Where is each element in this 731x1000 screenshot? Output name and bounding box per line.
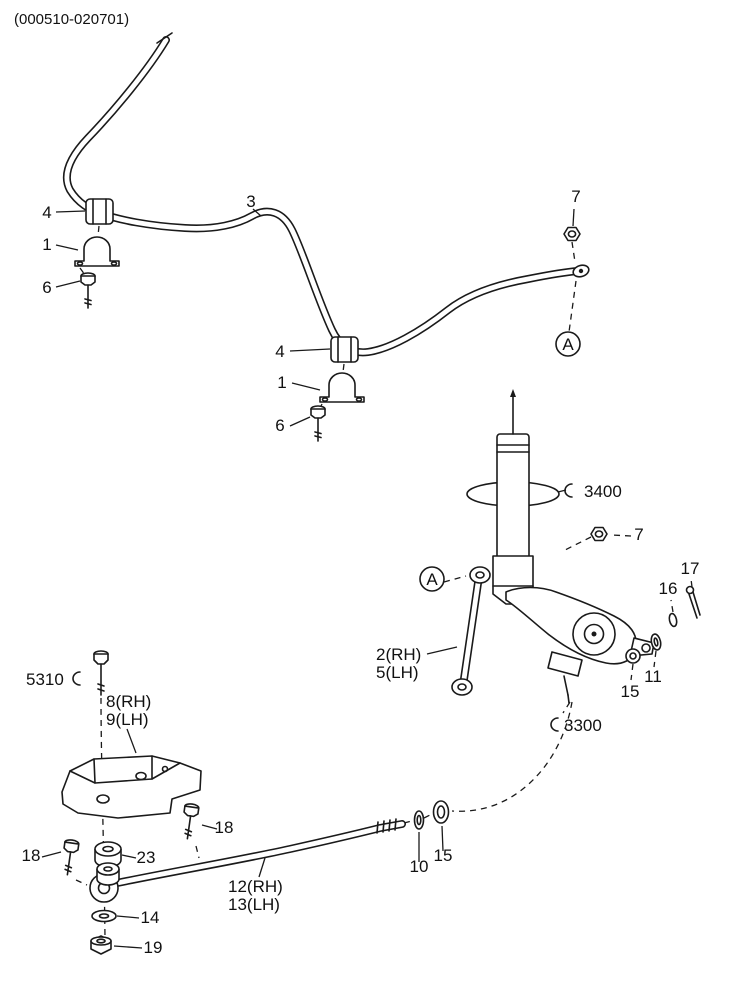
clamp-left (74, 236, 120, 267)
callout-bolt-18-lower: 18 (22, 846, 41, 865)
bolt-left (80, 272, 96, 309)
callout-bolt-18-upper: 18 (215, 818, 234, 837)
strut-body (496, 433, 530, 561)
knuckle-fasteners (625, 585, 701, 664)
stabilizer-bar (62, 32, 590, 357)
callout-nut-strut: 7 (634, 525, 643, 544)
bushing-bracket-left (74, 198, 120, 309)
callout-washer-10: 10 (410, 857, 429, 876)
callout-washer-14: 14 (141, 908, 160, 927)
hub (572, 612, 616, 656)
strut-assembly (466, 389, 655, 704)
callout-rod-lh: 13(LH) (228, 895, 280, 914)
callout-bracket-rh: 8(RH) (106, 692, 151, 711)
callout-bolt-left: 6 (42, 278, 51, 297)
callout-nut-19: 19 (144, 938, 163, 957)
stabilizer-link (451, 566, 491, 696)
callout-clamp-left: 1 (42, 235, 51, 254)
page-code: (000510-020701) (14, 11, 129, 28)
callout-link-rh: 2(RH) (376, 645, 421, 664)
steering-knuckle (505, 586, 638, 665)
bushing-left (85, 198, 114, 225)
mounting-bracket (61, 755, 202, 819)
callout-pin-17: 17 (681, 559, 700, 578)
callout-link-lh: 5(LH) (376, 663, 419, 682)
nut-19 (90, 935, 112, 955)
bolt-middle (310, 405, 326, 442)
bar-end-eyelet (572, 264, 590, 278)
callout-bracket-lh: 9(LH) (106, 710, 149, 729)
nut-15-rod (432, 800, 450, 824)
section-ref-5310-icon (72, 671, 81, 686)
strut-rod-tip (510, 389, 516, 397)
callout-3300: 3300 (564, 716, 602, 735)
callout-bushing-left: 4 (42, 203, 51, 222)
callout-bolt-mid: 6 (275, 416, 284, 435)
callout-bushing-mid: 4 (275, 342, 284, 361)
callout-nut-bar-end: 7 (571, 187, 580, 206)
ball-joint (547, 651, 583, 704)
callout-rod-rh: 12(RH) (228, 877, 283, 896)
bar-end-nut (563, 226, 581, 242)
ref-marker-link-label: A (426, 570, 438, 589)
callout-nut-15-knuckle: 15 (621, 682, 640, 701)
callout-stabilizer-bar: 3 (246, 192, 255, 211)
callout-5310: 5310 (26, 670, 64, 689)
ref-marker-bar: A (555, 331, 581, 357)
bushing-stack-23 (94, 841, 122, 886)
washer-16 (668, 612, 678, 628)
bushing-middle (330, 336, 359, 363)
strut-nut (590, 526, 608, 542)
callout-bushing-23: 23 (137, 848, 156, 867)
split-pin-17 (685, 585, 701, 619)
ref-marker-bar-label: A (562, 335, 574, 354)
callout-clamp-mid: 1 (277, 373, 286, 392)
section-ref-3300-icon (550, 717, 559, 732)
bolt-18-upper (179, 802, 200, 841)
ref-marker-link: A (419, 566, 445, 592)
washer-14 (91, 909, 117, 923)
bushing-bracket-middle (310, 336, 365, 442)
mounting-bolt-5310 (93, 650, 109, 696)
nut-15 (625, 648, 641, 664)
callout-washer-16: 16 (659, 579, 678, 598)
washer-11 (650, 633, 662, 651)
washer-10 (413, 810, 425, 830)
callout-nut-15-rod: 15 (434, 846, 453, 865)
clamp-middle (319, 372, 365, 403)
callout-3400: 3400 (584, 482, 622, 501)
bolt-18-lower (59, 838, 80, 877)
callout-washer-11: 11 (644, 667, 662, 686)
leader-lines (41, 208, 575, 949)
